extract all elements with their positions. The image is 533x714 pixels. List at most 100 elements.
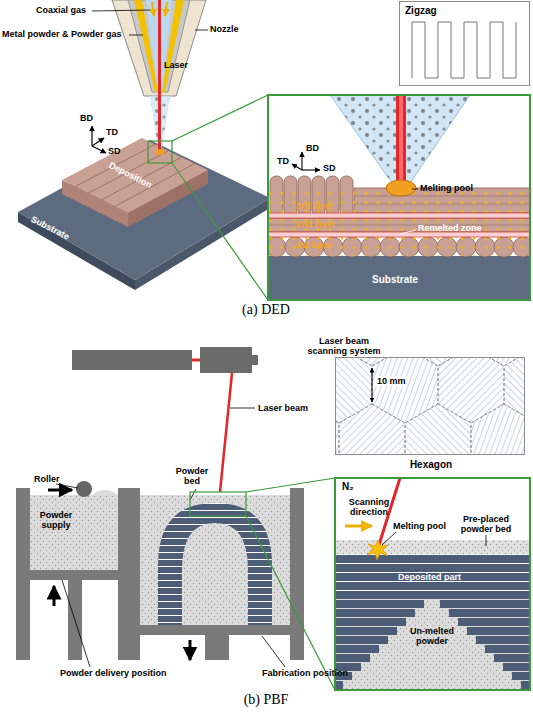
leader-line-part (230, 408, 255, 409)
zoom-inset-frame (268, 95, 530, 300)
part-label: Un-melted powder (400, 626, 464, 647)
part-label: TD (106, 127, 118, 137)
motion-arrow-part (189, 640, 192, 660)
pbf-cross-section-part-part (335, 609, 415, 617)
ded-cross-section-part (268, 256, 530, 300)
powder-chambers-part (30, 495, 118, 570)
part-label: BD (80, 113, 93, 123)
pbf-cross-section-part-part (494, 654, 530, 662)
pbf-cross-section-part (486, 535, 487, 546)
nozzle-part (155, 149, 165, 155)
powder-chambers-part (76, 481, 92, 497)
powder-chambers-part (140, 495, 290, 625)
deposition-block-part (62, 138, 208, 213)
figure-caption: (b) PBF (244, 692, 289, 708)
pbf-cross-section-part (335, 540, 530, 554)
box-text: Hexagon (410, 459, 452, 471)
part-label: Metal powder & Powder gas (2, 29, 122, 39)
ded-cross-section-part (292, 152, 320, 170)
zoom-inset-frame (335, 478, 530, 690)
part-label: SD (108, 146, 121, 156)
pbf-cross-section-part-part (335, 555, 530, 563)
pbf-cross-section (335, 478, 530, 690)
pbf-cross-section-part (382, 532, 396, 545)
ded-cross-section-part (268, 232, 530, 237)
part-label: Fabrication position (262, 668, 348, 678)
part-label: Laser (164, 60, 188, 70)
zoom-indicator (148, 95, 268, 300)
nozzle-part (165, 2, 167, 16)
part-label: Melting pool (393, 521, 446, 531)
pbf-cross-section-part-part (467, 627, 530, 635)
hexagon-pattern-part (339, 404, 405, 455)
zoom-indicator-part (246, 516, 335, 690)
box-title: Zigzag (405, 5, 437, 17)
axis-triad-part (92, 138, 104, 146)
ded-cross-section-part (268, 176, 530, 257)
pbf-cross-section-part-part (521, 681, 530, 690)
motion-arrow-part (53, 586, 56, 606)
ded-cross-section (268, 95, 530, 300)
leader-line-part (195, 30, 208, 31)
ded-cross-section-part (386, 180, 416, 196)
part-label: Scanning direction (340, 497, 398, 518)
nozzle-part (158, 0, 161, 150)
part-label: Remelted zone (418, 223, 482, 233)
scan-pattern-box: Zigzag (399, 1, 530, 86)
ded-cross-section-part (330, 95, 470, 183)
part-label: Laser beam scanning system (300, 336, 388, 357)
hexagon-pattern-part (405, 404, 471, 455)
motion-arrow-part (48, 489, 72, 492)
scanning-system-part (220, 373, 232, 492)
ded-cross-section-part (268, 95, 530, 300)
powder-chambers-part (158, 503, 272, 625)
powder-chambers-part (30, 495, 118, 570)
zigzag-path (412, 22, 516, 78)
axis-triad (92, 126, 106, 153)
part-label: Roller (34, 474, 60, 484)
ded-cross-section-part (399, 95, 403, 181)
part-label: Powder supply (34, 510, 78, 531)
pbf-cross-section-part-part (449, 609, 530, 617)
part-label: Nozzle (210, 24, 239, 34)
zoom-indicator-part (246, 478, 335, 492)
hexagon-pattern-part (471, 404, 525, 455)
pbf-cross-section-part-part (335, 654, 370, 662)
part-label: BD (306, 143, 319, 153)
nozzle-part (152, 2, 154, 16)
pbf-cross-section-part-part (335, 627, 397, 635)
ded-cross-section-part-part (302, 169, 320, 170)
pbf-cross-section-part-part (476, 636, 530, 644)
deposition-block-part (88, 151, 168, 193)
ded-cross-section-part-part (292, 164, 302, 170)
leader-line-part (92, 10, 150, 11)
part-label: TD (277, 156, 289, 166)
pbf-cross-section-part-part (440, 600, 530, 608)
pbf-cross-section-part-part (458, 618, 530, 626)
pbf-cross-section-part (345, 525, 372, 528)
pbf-cross-section-part-part (512, 672, 530, 680)
dimension-arrow (372, 368, 373, 402)
zoom-indicator-part (172, 163, 268, 300)
scan-pattern-box: 10 mmHexagon (335, 357, 525, 455)
ded-cross-section-part (412, 189, 418, 190)
leader-line-part (262, 636, 285, 667)
powder-chambers-part (16, 488, 30, 660)
ded-cross-section-part (330, 95, 470, 183)
scanning-system-part (192, 359, 200, 362)
zoom-indicator (190, 478, 335, 690)
pbf-cross-section-part (335, 599, 530, 690)
powder-chambers-part (30, 570, 118, 580)
leader-line (56, 408, 285, 667)
ded-cross-section-part-part (301, 152, 302, 170)
scanning-system-part (72, 350, 192, 370)
part-label: 3rd layer (296, 201, 334, 211)
pbf-cross-section-part-part (335, 564, 530, 572)
part-label: Pre-placed powder bed (450, 514, 522, 535)
pbf-cross-section-part (335, 599, 530, 690)
powder-chambers-part (140, 495, 290, 625)
part-label: Laser beam (258, 403, 308, 413)
part-label: Coaxial gas (36, 5, 86, 15)
ded-cross-section-part (396, 95, 406, 181)
